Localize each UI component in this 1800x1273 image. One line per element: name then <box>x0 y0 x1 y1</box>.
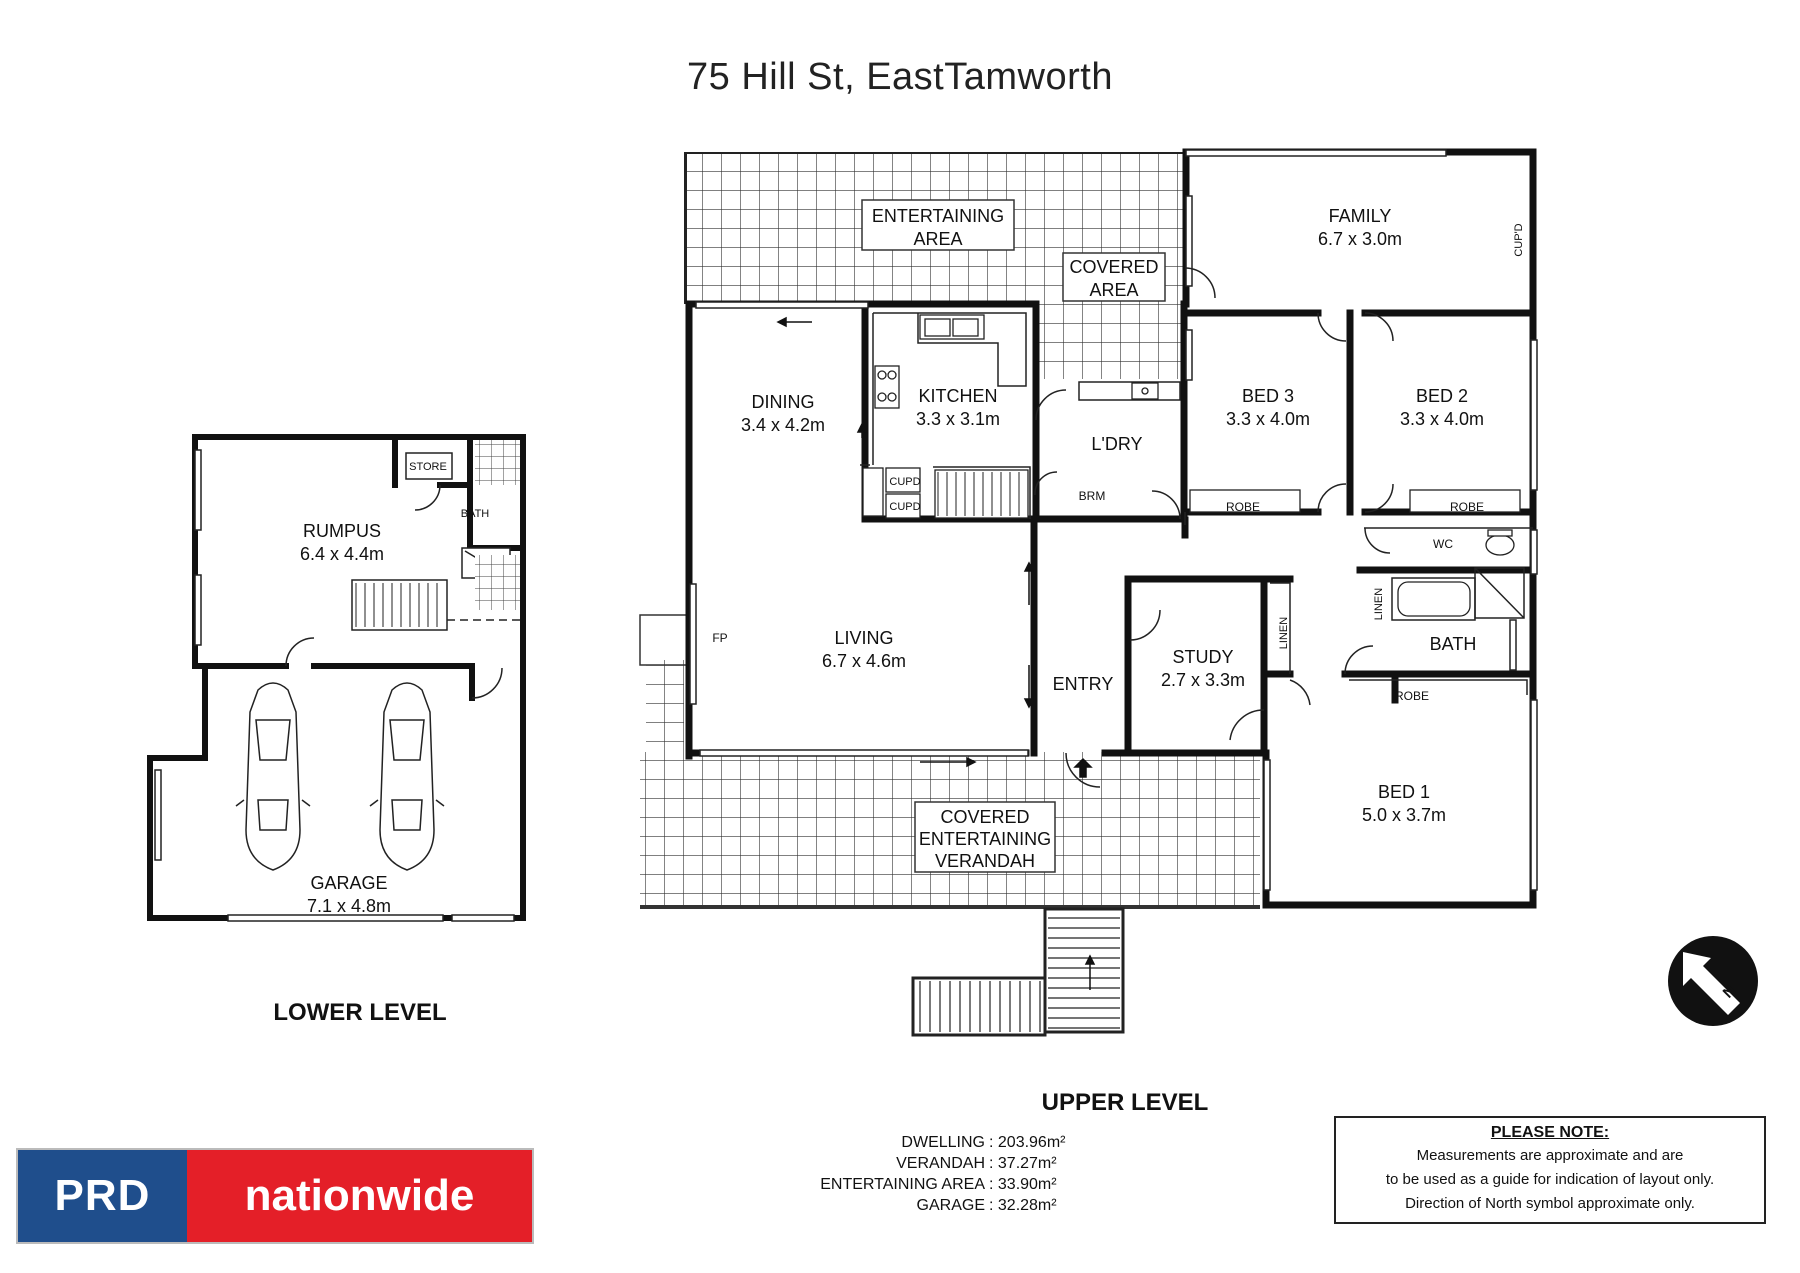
note-line: Measurements are approximate and are <box>1416 1147 1684 1164</box>
brm-label: BRM <box>1079 489 1106 503</box>
note-title: PLEASE NOTE: <box>1490 1124 1610 1141</box>
covered-area-tiles <box>1036 302 1182 379</box>
cupd-label-1: CUPD <box>889 476 920 488</box>
lower-walls <box>147 434 526 921</box>
room-kitchen-size: 3.3 x 3.1m <box>916 409 1000 429</box>
area-row: ENTERTAINING AREA: 33.90m² <box>820 1176 1057 1193</box>
movement-arrows <box>776 316 1096 990</box>
logo-prd: PRD <box>18 1150 187 1242</box>
room-bed2-size: 3.3 x 4.0m <box>1400 409 1484 429</box>
area-summary: DWELLING: 203.96m² VERANDAH: 37.27m² ENT… <box>760 1132 1084 1216</box>
room-entry: ENTRY <box>1053 674 1114 694</box>
robe-label-bed1: ROBE <box>1395 689 1429 703</box>
area-row: GARAGE: 32.28m² <box>916 1197 1057 1214</box>
room-living-size: 6.7 x 4.6m <box>822 651 906 671</box>
label-verandah: COVERED ENTERTAINING VERANDAH <box>914 801 1056 873</box>
north-arrow-icon: N <box>1668 936 1758 1026</box>
verandah-stairs <box>911 907 1125 1037</box>
room-rumpus-size: 6.4 x 4.4m <box>300 544 384 564</box>
upper-level-heading: UPPER LEVEL <box>1042 1089 1209 1116</box>
room-rumpus: RUMPUS <box>303 521 381 541</box>
room-laundry: L'DRY <box>1091 434 1142 454</box>
svg-text:VERANDAH: VERANDAH <box>935 851 1035 871</box>
room-bath: BATH <box>1430 634 1477 654</box>
cupd-label-2: CUPD <box>889 501 920 513</box>
room-living: LIVING <box>834 628 893 648</box>
svg-text:ENTERTAINING: ENTERTAINING <box>872 206 1004 226</box>
lower-bath-label: BATH <box>461 508 490 520</box>
room-kitchen: KITCHEN <box>918 386 997 406</box>
room-bed1-size: 5.0 x 3.7m <box>1362 805 1446 825</box>
fireplace-label: FP <box>712 631 727 645</box>
room-garage: GARAGE <box>310 873 387 893</box>
room-bed3: BED 3 <box>1242 386 1294 406</box>
svg-text:AREA: AREA <box>1089 280 1138 300</box>
disclaimer-note: PLEASE NOTE: Measurements are approximat… <box>1334 1116 1766 1224</box>
label-covered-area: COVERED AREA <box>1062 252 1166 302</box>
room-study-size: 2.7 x 3.3m <box>1161 670 1245 690</box>
svg-text:ENTERTAINING: ENTERTAINING <box>919 829 1051 849</box>
area-row: DWELLING: 203.96m² <box>901 1134 1066 1151</box>
room-bed3-size: 3.3 x 4.0m <box>1226 409 1310 429</box>
note-line: Direction of North symbol approximate on… <box>1405 1195 1695 1212</box>
cupd-label-family: CUP'D <box>1513 223 1525 256</box>
robe-label-bed2: ROBE <box>1450 500 1484 514</box>
lower-level-heading: LOWER LEVEL <box>273 999 446 1026</box>
area-row: VERANDAH: 37.27m² <box>896 1155 1057 1172</box>
side-verandah-tiles <box>646 660 684 756</box>
linen-label-1: LINEN <box>1373 588 1385 620</box>
windows <box>689 149 1538 891</box>
room-family-size: 6.7 x 3.0m <box>1318 229 1402 249</box>
room-bed2: BED 2 <box>1416 386 1468 406</box>
svg-text:AREA: AREA <box>913 229 962 249</box>
garage-cars <box>235 682 445 871</box>
prd-nationwide-logo: PRD nationwide <box>18 1150 532 1242</box>
svg-text:COVERED: COVERED <box>1069 257 1158 277</box>
wc-label: WC <box>1433 537 1453 551</box>
note-line: to be used as a guide for indication of … <box>1385 1171 1715 1188</box>
room-bed1: BED 1 <box>1378 782 1430 802</box>
svg-text:COVERED: COVERED <box>940 807 1029 827</box>
plan-title: 75 Hill St, EastTamworth <box>687 56 1113 98</box>
doors <box>1034 267 1394 788</box>
room-study: STUDY <box>1172 647 1233 667</box>
room-dining-size: 3.4 x 4.2m <box>741 415 825 435</box>
room-family: FAMILY <box>1329 206 1392 226</box>
logo-nationwide: nationwide <box>187 1150 532 1242</box>
store-label: STORE <box>409 461 447 473</box>
robe-label-bed3: ROBE <box>1226 500 1260 514</box>
linen-label-2: LINEN <box>1278 617 1290 649</box>
room-garage-size: 7.1 x 4.8m <box>307 896 391 916</box>
kitchen-fixtures <box>862 314 1521 617</box>
label-entertaining-area: ENTERTAINING AREA <box>861 199 1015 251</box>
room-dining: DINING <box>752 392 815 412</box>
